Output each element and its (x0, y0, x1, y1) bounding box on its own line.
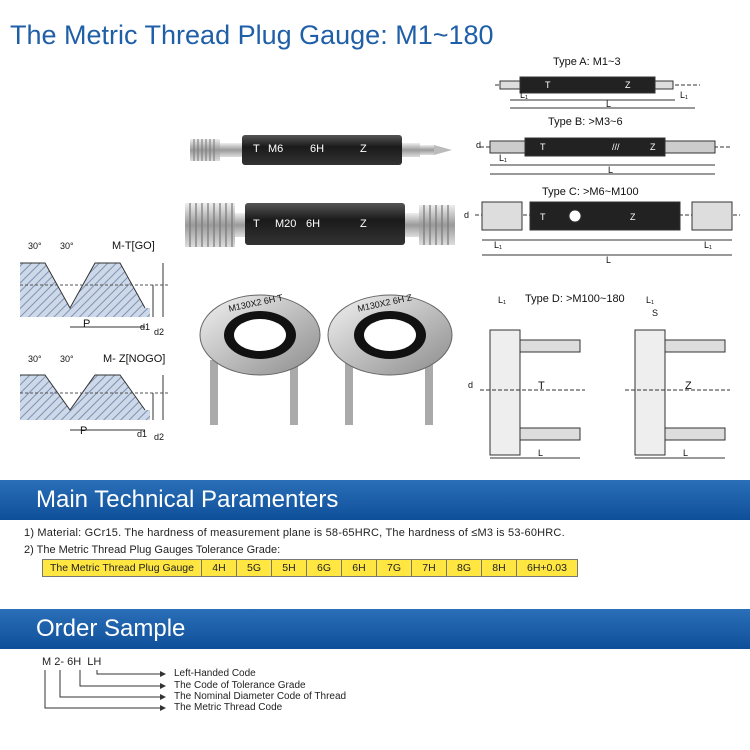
large-gauge-t: T (253, 218, 260, 230)
go-angle-left: 30° (28, 241, 42, 251)
go-d2: d2 (154, 327, 165, 337)
order-leader-lines (44, 670, 166, 711)
order-label-grade: The Code of Tolerance Grade (174, 680, 306, 691)
type-d-z-l: L (683, 448, 689, 458)
type-a-z: Z (625, 80, 631, 90)
type-a-l: L (606, 99, 612, 109)
tolerance-cell: 5G (236, 559, 272, 577)
type-c-l1-right: L₁ (704, 240, 713, 250)
ring-gauge-photos (199, 294, 453, 425)
type-b-l: L (608, 165, 614, 175)
type-b-z: Z (650, 142, 656, 152)
tolerance-cell: 5H (271, 559, 307, 577)
tolerance-cell: The Metric Thread Plug Gauge (42, 559, 202, 577)
small-gauge-photo (190, 135, 452, 165)
type-c-z: Z (630, 212, 636, 222)
tech-banner: Main Technical Paramenters (0, 480, 750, 520)
type-d-t: T (538, 380, 545, 392)
tolerance-cell: 8G (446, 559, 482, 577)
order-label-lh: Left-Handed Code (174, 668, 256, 679)
order-code-m: M (42, 656, 52, 668)
nogo-angle-right: 30° (60, 354, 74, 364)
order-label-diameter: The Nominal Diameter Code of Thread (174, 691, 347, 702)
type-d-t-l: L (538, 448, 544, 458)
type-d-z: Z (685, 380, 692, 392)
type-b-label: Type B: >M3~6 (548, 116, 623, 128)
gauge-photos (185, 135, 455, 247)
small-gauge-m: M6 (268, 143, 284, 155)
type-b-d: d (476, 140, 482, 150)
type-d-d: d (468, 380, 474, 390)
type-c-label: Type C: >M6~M100 (542, 186, 639, 198)
order-code-grade: 6H (67, 656, 82, 668)
large-gauge-photo (185, 203, 455, 247)
type-b-mark: /// (612, 142, 620, 152)
type-a-l1-right: L₁ (680, 90, 689, 100)
order-code-lh: LH (87, 656, 102, 668)
order-banner: Order Sample (0, 609, 750, 649)
order-label-metric: The Metric Thread Code (174, 702, 283, 713)
type-abc-drawings (475, 76, 740, 256)
order-code: M 2- 6H LH (42, 656, 101, 668)
tolerance-cell: 6H+0.03 (516, 559, 578, 577)
nogo-d1: d1 (137, 429, 148, 439)
type-c-t: T (540, 212, 546, 222)
tolerance-cell: 8H (481, 559, 517, 577)
type-c-l1: L₁ (494, 240, 503, 250)
large-gauge-z: Z (360, 218, 367, 230)
order-code-n: 2- (54, 656, 65, 668)
type-c-l: L (606, 255, 612, 265)
material-line: 1) Material: GCr15. The hardness of meas… (24, 527, 565, 539)
small-gauge-grade: 6H (310, 143, 325, 155)
nogo-label: M- Z[NOGO] (103, 353, 166, 365)
page-title: The Metric Thread Plug Gauge: M1~180 (10, 20, 494, 50)
type-d-s: S (652, 308, 659, 318)
go-angle-right: 30° (60, 241, 74, 251)
tolerance-cell: 6H (341, 559, 377, 577)
type-a-l1: L₁ (520, 90, 529, 100)
tolerance-cell: 6G (306, 559, 342, 577)
nogo-angle-left: 30° (28, 354, 42, 364)
tolerance-line: 2) The Metric Thread Plug Gauges Toleran… (24, 544, 281, 556)
thread-profiles (20, 262, 170, 431)
tolerance-cell: 7G (376, 559, 412, 577)
nogo-p: P (80, 425, 88, 437)
type-d-drawings (480, 329, 730, 459)
tolerance-cell: 7H (411, 559, 447, 577)
go-label: M-T[GO] (112, 240, 155, 252)
large-gauge-grade: 6H (306, 218, 321, 230)
tech-heading: Main Technical Paramenters (36, 486, 339, 513)
go-p: P (83, 318, 91, 330)
type-a-t: T (545, 80, 551, 90)
small-gauge-z: Z (360, 143, 367, 155)
order-heading: Order Sample (36, 615, 186, 642)
small-gauge-t: T (253, 143, 260, 155)
type-d-t-l1: L₁ (498, 295, 507, 305)
type-b-l1: L₁ (499, 153, 508, 163)
type-a-label: Type A: M1~3 (553, 56, 621, 68)
go-d1: d1 (140, 322, 151, 332)
nogo-d2: d2 (154, 432, 165, 442)
tolerance-cell: 4H (201, 559, 237, 577)
type-d-label: Type D: >M100~180 (525, 293, 625, 305)
tolerance-table: The Metric Thread Plug Gauge 4H 5G 5H 6G… (42, 559, 578, 577)
type-b-t: T (540, 142, 546, 152)
large-gauge-m: M20 (275, 218, 297, 230)
type-d-z-l1: L₁ (646, 295, 655, 305)
type-c-d: d (464, 210, 470, 220)
